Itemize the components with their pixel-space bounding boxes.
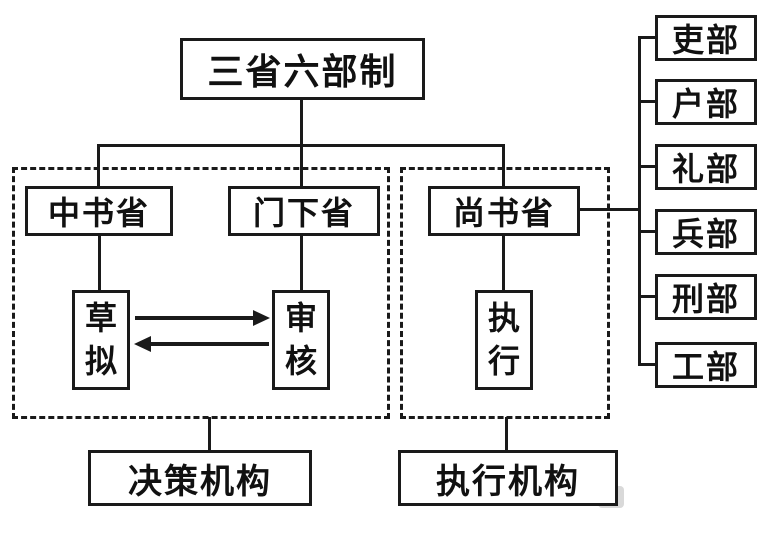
- organ-decision-box: 决策机构: [88, 450, 312, 506]
- dept-shangshu-box: 尚书省: [428, 186, 580, 236]
- function-draft-box: 草拟: [72, 290, 130, 390]
- connector-stub-xingbu: [638, 295, 658, 298]
- connector-shangshu-trunk: [578, 208, 640, 211]
- connector-ministry-trunk: [638, 36, 641, 366]
- function-draft-label: 草拟: [84, 299, 117, 379]
- ministry-box-lib: 礼部: [655, 144, 757, 190]
- function-execute-box: 执行: [475, 290, 533, 390]
- ministry-label: 刑部: [671, 281, 740, 317]
- ministry-box-hubu: 户部: [655, 79, 757, 125]
- arrow-left-icon: [134, 336, 269, 352]
- arrow-right-icon: [135, 310, 270, 326]
- ministry-label: 吏部: [671, 22, 740, 58]
- organ-execution-box: 执行机构: [398, 450, 618, 506]
- ministry-label: 工部: [671, 349, 740, 385]
- connector-stub-bingbu: [638, 230, 658, 233]
- dept-menxia-label: 门下省: [252, 195, 355, 231]
- ministry-box-xingbu: 刑部: [655, 274, 757, 320]
- function-execute-label: 执行: [487, 299, 520, 379]
- connector-drop-zhongshu: [97, 144, 100, 188]
- connector-menxia-review: [300, 234, 303, 292]
- ministry-box-libu: 吏部: [655, 15, 757, 61]
- function-review-label: 审核: [284, 299, 317, 379]
- connector-zhongshu-draft: [98, 234, 101, 292]
- decision-group-frame: [12, 167, 390, 419]
- connector-stub-hubu: [638, 100, 658, 103]
- connector-stub-lipart: [638, 165, 658, 168]
- dept-menxia-box: 门下省: [228, 186, 380, 236]
- ministry-box-gongbu: 工部: [655, 342, 757, 388]
- connector-decision-stem: [208, 417, 211, 452]
- connector-shangshu-execute: [502, 234, 505, 292]
- ministry-label: 礼部: [671, 151, 740, 187]
- organ-decision-label: 决策机构: [128, 462, 272, 501]
- connector-stub-libu: [638, 36, 658, 39]
- ministry-box-bingbu: 兵部: [655, 209, 757, 255]
- connector-stub-gongbu: [638, 363, 658, 366]
- connector-execution-stem: [505, 417, 508, 452]
- title-box: 三省六部制: [180, 38, 425, 100]
- title-text: 三省六部制: [207, 51, 398, 92]
- connector-title-stem: [300, 98, 303, 146]
- connector-drop-shangshu: [502, 144, 505, 188]
- dept-zhongshu-label: 中书省: [47, 195, 150, 231]
- draft-review-arrows: [134, 310, 270, 352]
- ministry-label: 兵部: [671, 216, 740, 252]
- ministry-label: 户部: [671, 86, 740, 122]
- dept-shangshu-label: 尚书省: [452, 195, 555, 231]
- function-review-box: 审核: [272, 290, 330, 390]
- connector-drop-menxia: [300, 144, 303, 188]
- organ-execution-label: 执行机构: [436, 462, 580, 501]
- dept-zhongshu-box: 中书省: [25, 186, 173, 236]
